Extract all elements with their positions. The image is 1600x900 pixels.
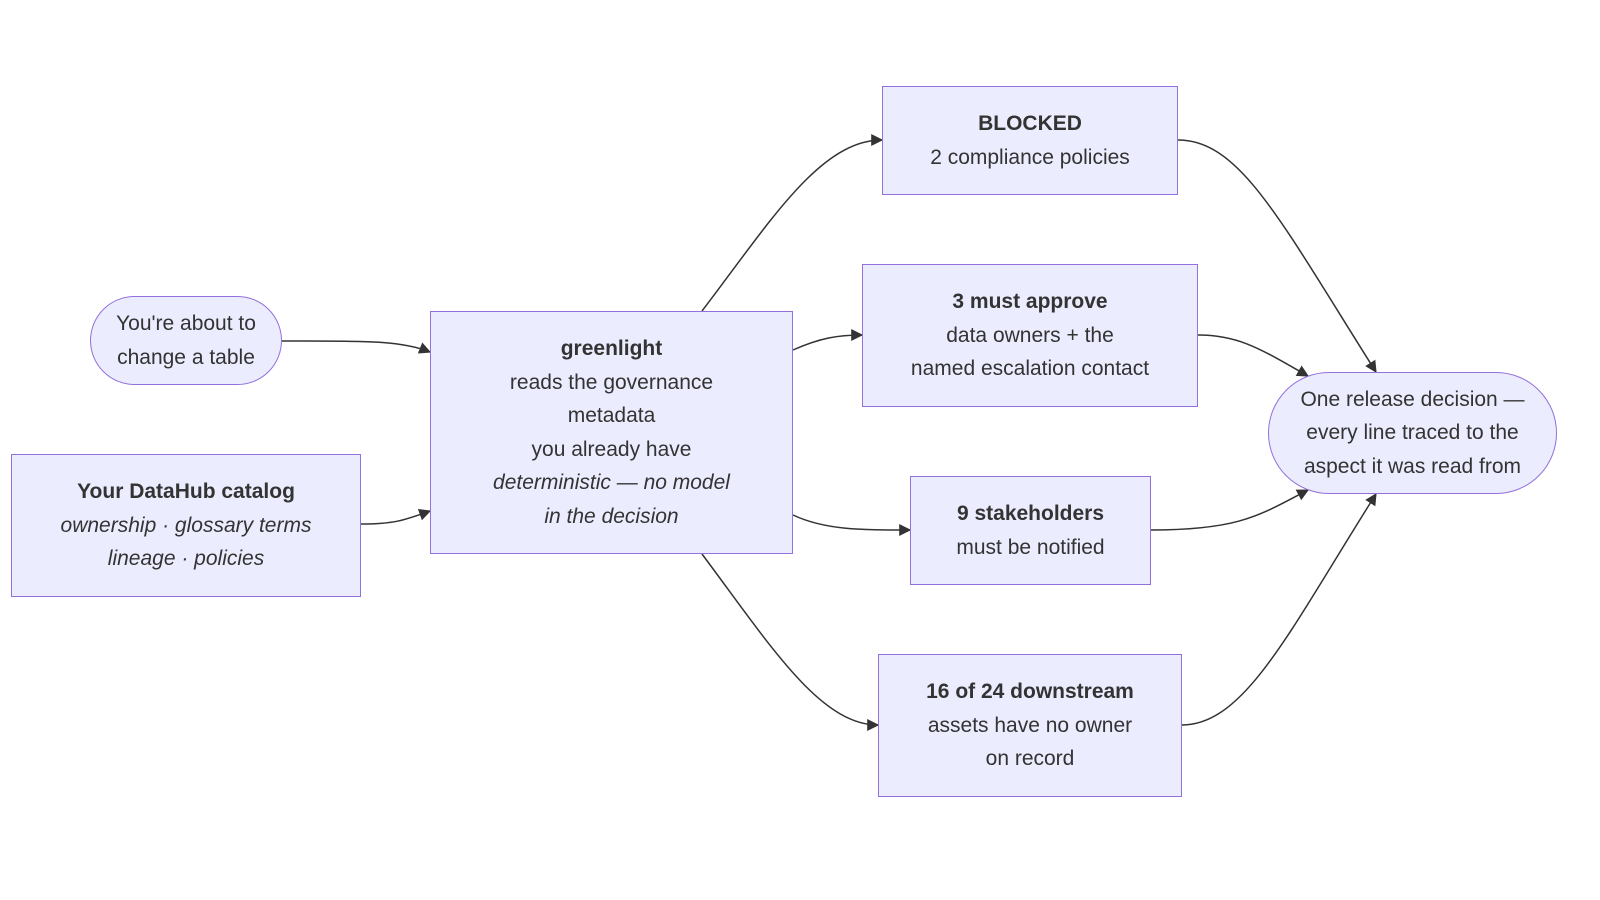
edge-greenlight-to-approve <box>792 329 864 351</box>
node-decision-line: One release decision — <box>1300 387 1525 411</box>
node-catalog: Your DataHub catalog ownership · glossar… <box>11 454 361 597</box>
node-decision-line: every line traced to the <box>1306 421 1519 445</box>
node-approve-title: 3 must approve <box>952 290 1108 314</box>
node-blocked-title: BLOCKED <box>978 112 1082 135</box>
node-greenlight-line: you already have <box>531 437 692 461</box>
edge-start-to-greenlight <box>281 340 432 354</box>
node-downstream-title: 16 of 24 downstream <box>926 680 1134 704</box>
node-stakeholders-line: must be notified <box>956 535 1105 559</box>
node-greenlight-italic-line: in the decision <box>544 504 679 528</box>
edge-blocked-to-decision <box>1177 139 1377 374</box>
node-start-line: You're about to <box>116 312 256 335</box>
node-start: You're about to change a table <box>90 296 282 385</box>
edge-greenlight-to-blocked <box>701 134 884 312</box>
node-catalog-line: lineage · policies <box>107 547 265 571</box>
node-approve-line: named escalation contact <box>910 357 1150 381</box>
node-greenlight-line: reads the governance <box>509 370 714 394</box>
node-decision: One release decision — every line traced… <box>1268 372 1557 494</box>
node-greenlight-title: greenlight <box>560 337 663 360</box>
node-blocked: BLOCKED 2 compliance policies <box>882 86 1178 195</box>
edge-catalog-to-greenlight <box>360 509 432 525</box>
node-blocked-line: 2 compliance policies <box>930 145 1130 169</box>
node-greenlight-line: metadata <box>567 404 656 427</box>
node-downstream-line: assets have no owner <box>927 713 1133 737</box>
node-start-line: change a table <box>117 345 255 369</box>
node-catalog-line: ownership · glossary terms <box>60 513 312 537</box>
edge-stakeholders-to-decision <box>1150 489 1310 531</box>
node-approve-line: data owners + the <box>946 323 1114 347</box>
edge-approve-to-decision <box>1197 334 1310 377</box>
node-decision-line: aspect it was read from <box>1303 454 1522 478</box>
node-downstream-line: on record <box>985 747 1075 771</box>
node-stakeholders-title: 9 stakeholders <box>956 502 1105 525</box>
node-approve: 3 must approve data owners + the named e… <box>862 264 1198 407</box>
node-downstream: 16 of 24 downstream assets have no owner… <box>878 654 1182 797</box>
node-greenlight-italic-line: deterministic — no model <box>493 471 730 494</box>
edge-downstream-to-decision <box>1181 492 1377 726</box>
edge-greenlight-to-stakeholders <box>792 514 912 536</box>
node-greenlight: greenlight reads the governance metadata… <box>430 311 793 554</box>
edge-greenlight-to-downstream <box>701 553 880 731</box>
node-catalog-title: Your DataHub catalog <box>77 480 295 504</box>
node-stakeholders: 9 stakeholders must be notified <box>910 476 1151 585</box>
